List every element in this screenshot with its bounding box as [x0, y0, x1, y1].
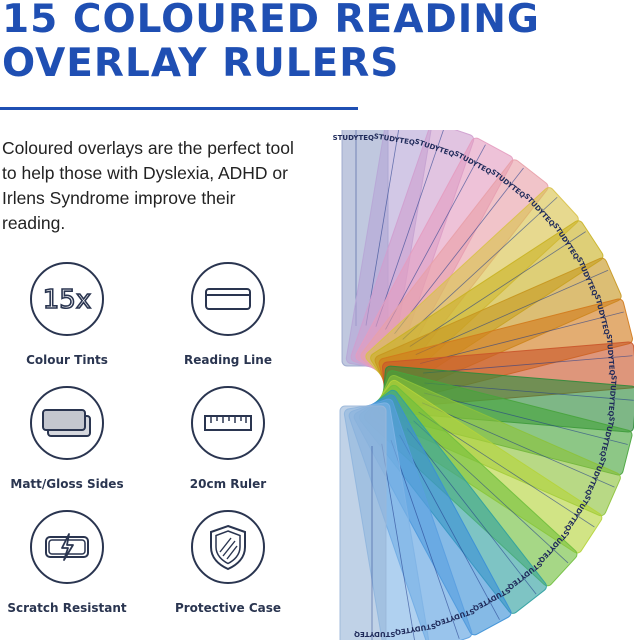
feature-scratch-resistant: Scratch Resistant	[2, 510, 132, 615]
feature-label: Protective Case	[174, 601, 282, 615]
feature-label: Reading Line	[184, 353, 272, 367]
overlay-ruler: STUDYTEQ	[339, 405, 395, 640]
scratch-resistant-icon	[30, 510, 104, 584]
ruler-brand-label: STUDYTEQ	[333, 134, 374, 142]
15x-icon-text: 15x	[43, 285, 91, 315]
title-line-1: 15 COLOURED READING	[2, 0, 540, 42]
ruler-brand-label: STUDYTEQ	[606, 375, 617, 417]
title-line-2: OVERLAY RULERS	[2, 41, 400, 86]
title-divider	[0, 107, 358, 110]
ruler-brand-label: STUDYTEQ	[605, 334, 616, 376]
feature-label: Colour Tints	[26, 353, 108, 367]
feature-20cm-ruler: 20cm Ruler	[163, 386, 293, 491]
ruler-brand-label: STUDYTEQ	[354, 630, 395, 638]
feature-protective-case: Protective Case	[163, 510, 293, 615]
protective-case-icon	[191, 510, 265, 584]
feature-label: Scratch Resistant	[7, 601, 127, 615]
feature-colour-tints: 15x Colour Tints	[2, 262, 132, 367]
feature-label: Matt/Gloss Sides	[10, 477, 124, 491]
reading-line-icon	[191, 262, 265, 336]
ruler-icon	[191, 386, 265, 460]
feature-reading-line: Reading Line	[163, 262, 293, 367]
15x-icon: 15x	[30, 262, 104, 336]
description: Coloured overlays are the perfect tool t…	[2, 138, 294, 233]
feature-label: 20cm Ruler	[189, 477, 267, 491]
feature-matt-gloss-sides: Matt/Gloss Sides	[2, 386, 132, 491]
overlay-ruler: STUDYTEQ	[345, 130, 433, 370]
matt-gloss-sides-icon	[30, 386, 104, 460]
